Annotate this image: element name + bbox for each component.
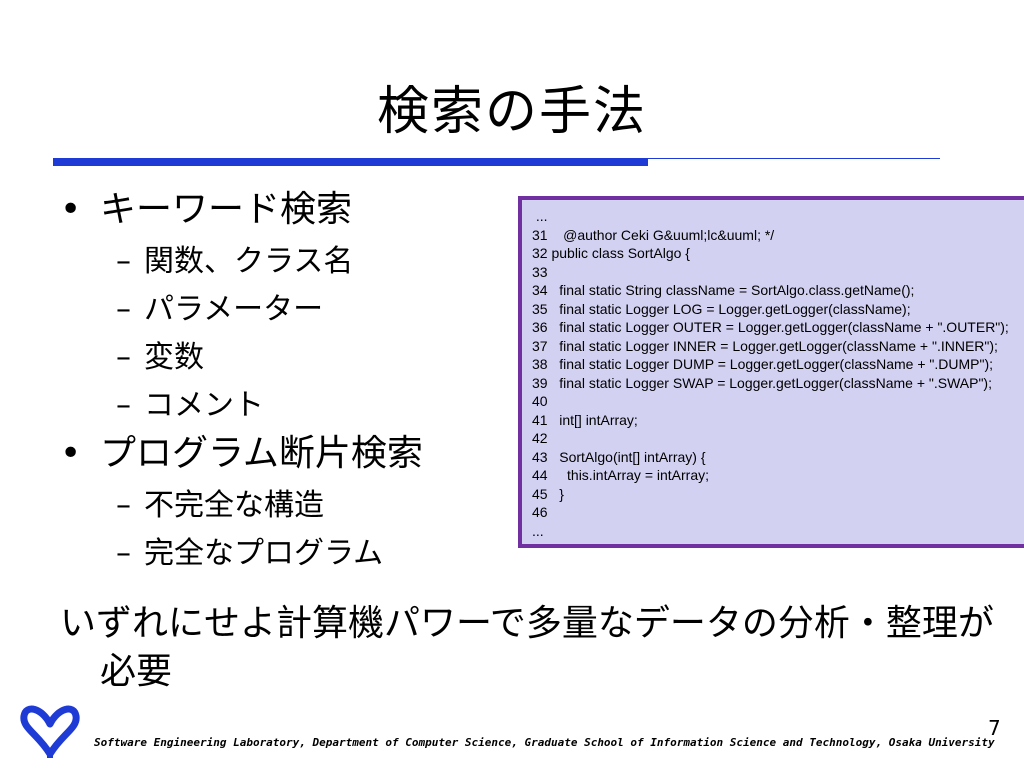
code-line: 35 final static Logger LOG = Logger.getL… bbox=[532, 300, 911, 317]
code-line: 40 bbox=[532, 393, 548, 409]
sub-bullet-text: 変数 bbox=[144, 340, 204, 375]
slide-title: 検索の手法 bbox=[376, 82, 647, 142]
sub-bullet-text: 不完全な構造 bbox=[144, 488, 324, 523]
bullet-list: • キーワード検索 – 関数、クラス名 – パラメーター – 変数 – コメント… bbox=[58, 186, 528, 578]
title-underline-thin bbox=[648, 158, 940, 159]
code-line: 36 final static Logger OUTER = Logger.ge… bbox=[532, 319, 1009, 335]
title-underline-thick bbox=[53, 158, 648, 166]
code-line: 41 int[] intArray; bbox=[532, 411, 638, 428]
code-line: 46 bbox=[532, 504, 548, 520]
sub-bullet-mark: – bbox=[116, 488, 131, 523]
sub-bullet-mark: – bbox=[116, 292, 131, 327]
sub-bullet-mark: – bbox=[116, 244, 131, 279]
code-sample-box: ... 31 @author Ceki G&uuml;lc&uuml; */ 3… bbox=[518, 196, 1024, 548]
bullet-item: • キーワード検索 bbox=[58, 186, 528, 234]
code-line: 34 final static String className = SortA… bbox=[532, 282, 915, 298]
bullet-mark: • bbox=[60, 189, 82, 230]
sub-bullet-text: コメント bbox=[144, 388, 264, 423]
bullet-text: キーワード検索 bbox=[100, 189, 353, 230]
sub-bullet-mark: – bbox=[116, 536, 131, 571]
sub-bullet-text: パラメーター bbox=[144, 292, 324, 327]
code-line: 37 final static Logger INNER = Logger.ge… bbox=[532, 337, 998, 354]
code-line: 32 public class SortAlgo { bbox=[532, 245, 690, 261]
code-line: 31 @author Ceki G&uuml;lc&uuml; */ bbox=[532, 226, 775, 243]
sub-bullet-text: 関数、クラス名 bbox=[144, 244, 354, 279]
bullet-mark: • bbox=[60, 433, 82, 474]
sub-bullet-mark: – bbox=[116, 388, 131, 423]
sub-bullet-mark: – bbox=[116, 340, 131, 375]
sub-bullet-item: – パラメーター bbox=[58, 286, 528, 334]
osaka-university-logo-icon bbox=[20, 705, 80, 758]
sub-bullet-item: – コメント bbox=[58, 382, 528, 430]
sub-bullet-text: 完全なプログラム bbox=[144, 536, 384, 571]
sub-bullet-item: – 関数、クラス名 bbox=[58, 238, 528, 286]
code-line: 45 } bbox=[532, 485, 564, 502]
code-line: 38 final static Logger DUMP = Logger.get… bbox=[532, 356, 994, 372]
summary-text: いずれにせよ計算機パワーで多量なデータの分析・整理が必要 bbox=[60, 603, 994, 692]
code-line: 44 this.intArray = intArray; bbox=[532, 467, 710, 483]
bullet-item: • プログラム断片検索 bbox=[58, 430, 528, 478]
code-line: 33 bbox=[532, 263, 548, 280]
code-line: ... bbox=[532, 208, 548, 224]
sub-bullet-item: – 不完全な構造 bbox=[58, 482, 528, 530]
sub-bullet-item: – 変数 bbox=[58, 334, 528, 382]
footer-text: Software Engineering Laboratory, Departm… bbox=[94, 736, 995, 749]
code-line: 42 bbox=[532, 430, 548, 446]
sub-bullet-item: – 完全なプログラム bbox=[58, 530, 528, 578]
code-line: 43 SortAlgo(int[] intArray) { bbox=[532, 448, 706, 465]
code-line: ... bbox=[532, 522, 544, 539]
bullet-text: プログラム断片検索 bbox=[100, 433, 423, 474]
page-number: 7 bbox=[988, 716, 1001, 740]
code-line: 39 final static Logger SWAP = Logger.get… bbox=[532, 374, 992, 391]
